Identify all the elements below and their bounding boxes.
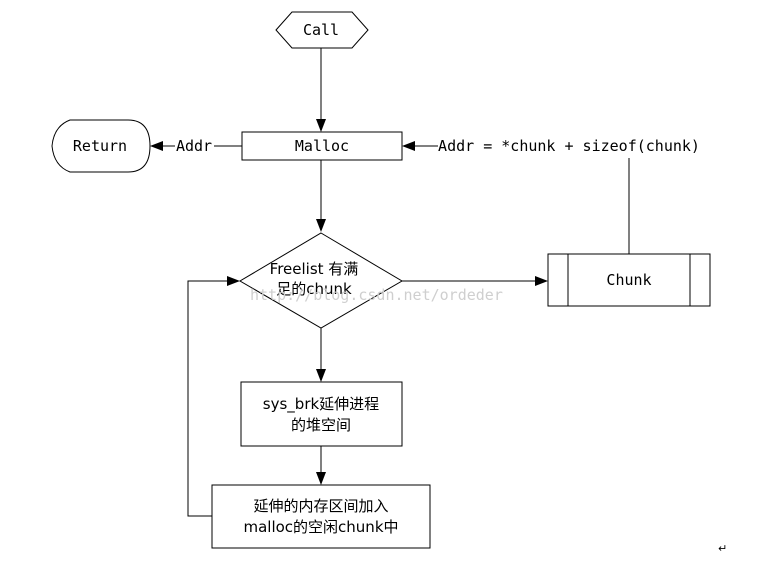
sysbrk-label-line1: sys_brk延伸进程 [263, 395, 379, 414]
extend-node: 延伸的内存区间加入 malloc的空闲chunk中 [211, 484, 431, 549]
addr-left-label: Addr [176, 137, 212, 155]
arrowhead [535, 276, 548, 286]
arrowhead [150, 141, 163, 151]
extend-label-line2: malloc的空闲chunk中 [243, 518, 398, 536]
arrowhead [316, 472, 326, 485]
chunk-label: Chunk [606, 271, 651, 289]
return-label: Return [73, 137, 127, 155]
addr-right-label: Addr = *chunk + sizeof(chunk) [438, 137, 700, 155]
call-label: Call [303, 21, 339, 39]
watermark: http://blog.csdn.net/ordeder [250, 286, 503, 304]
chunk-node: Chunk [547, 253, 711, 307]
freelist-decision-node: Freelist 有满 足的chunk [239, 232, 403, 329]
decision-label-line1: Freelist 有满 [270, 260, 359, 278]
arrowhead [402, 141, 415, 151]
edge-extend-decision-loop [187, 280, 230, 517]
arrowhead [316, 219, 326, 232]
sysbrk-node: sys_brk延伸进程 的堆空间 [240, 381, 403, 447]
return-mark: ↵ [718, 542, 727, 555]
call-node: Call [275, 11, 369, 49]
arrowhead [316, 369, 326, 382]
arrowhead [227, 276, 240, 286]
return-node: Return [51, 119, 151, 173]
sysbrk-label-line2: 的堆空间 [291, 416, 351, 434]
arrowhead [316, 119, 326, 132]
decision-label-line2: 足的chunk [276, 280, 352, 298]
malloc-node: Malloc [241, 131, 403, 161]
extend-label-line1: 延伸的内存区间加入 [253, 497, 388, 515]
malloc-label: Malloc [295, 137, 349, 155]
